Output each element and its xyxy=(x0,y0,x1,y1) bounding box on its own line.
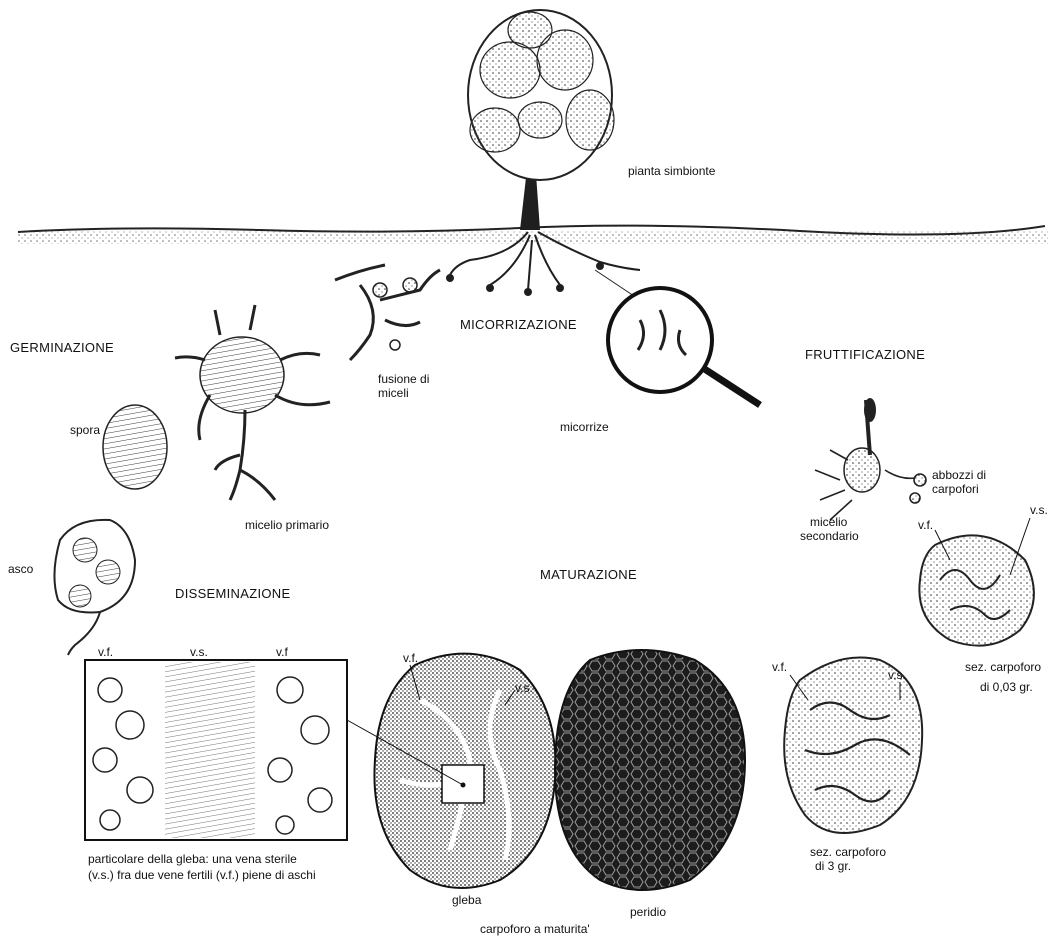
label-micelio: micelio xyxy=(810,515,847,529)
label-carpoforo-maturita: carpoforo a maturita' xyxy=(480,922,590,936)
label-pianta-simbionte: pianta simbionte xyxy=(628,164,715,178)
label-sez-003g: sez. carpoforo xyxy=(965,660,1041,674)
label-vs-panel: v.s. xyxy=(190,645,208,659)
stage-fruttificazione: FRUTTIFICAZIONE xyxy=(805,348,925,362)
label-micorrize: micorrize xyxy=(560,420,609,434)
tree-illustration xyxy=(468,10,614,230)
label-miceli: miceli xyxy=(378,386,409,400)
label-abbozzi-di: abbozzi di xyxy=(932,468,986,482)
ascus xyxy=(54,520,135,655)
section-003g xyxy=(919,535,1034,645)
label-secondario: secondario xyxy=(800,529,859,543)
fused-hyphae xyxy=(335,265,440,360)
spore xyxy=(103,405,167,489)
primary-mycelium xyxy=(175,305,330,500)
label-micelio-primario: micelio primario xyxy=(245,518,329,532)
label-vf-003g: v.f. xyxy=(918,518,933,532)
label-vs-gleba: v.s. xyxy=(515,681,533,695)
label-asco: asco xyxy=(8,562,33,576)
stage-maturazione: MATURAZIONE xyxy=(540,568,637,582)
label-vf-panel-left: v.f. xyxy=(98,645,113,659)
label-sez-3g: sez. carpoforo xyxy=(810,845,886,859)
label-vs-3g: v.s. xyxy=(888,668,906,682)
label-carpofori: carpofori xyxy=(932,482,979,496)
stage-micorrizazione: MICORRIZAZIONE xyxy=(460,318,577,332)
section-3g xyxy=(784,658,922,834)
magnifier-icon xyxy=(595,270,760,405)
label-gleba: gleba xyxy=(452,893,481,907)
label-di-3g: di 3 gr. xyxy=(815,859,851,873)
label-vf-gleba: v.f. xyxy=(403,651,418,665)
label-peridio: peridio xyxy=(630,905,666,919)
label-fusione-di: fusione di xyxy=(378,372,429,386)
label-di-003g: di 0,03 gr. xyxy=(980,680,1033,694)
peridium xyxy=(555,650,745,890)
stage-disseminazione: DISSEMINAZIONE xyxy=(175,587,290,601)
label-vf-panel-right: v.f xyxy=(276,645,288,659)
label-vf-3g: v.f. xyxy=(772,660,787,674)
caption-line-1: particolare della gleba: una vena steril… xyxy=(88,852,297,866)
label-vs-003g: v.s. xyxy=(1030,503,1048,517)
stage-germinazione: GERMINAZIONE xyxy=(10,341,114,355)
caption-line-2: (v.s.) fra due vene fertili (v.f.) piene… xyxy=(88,868,316,882)
secondary-mycelium xyxy=(815,398,926,520)
label-spora: spora xyxy=(70,423,100,437)
